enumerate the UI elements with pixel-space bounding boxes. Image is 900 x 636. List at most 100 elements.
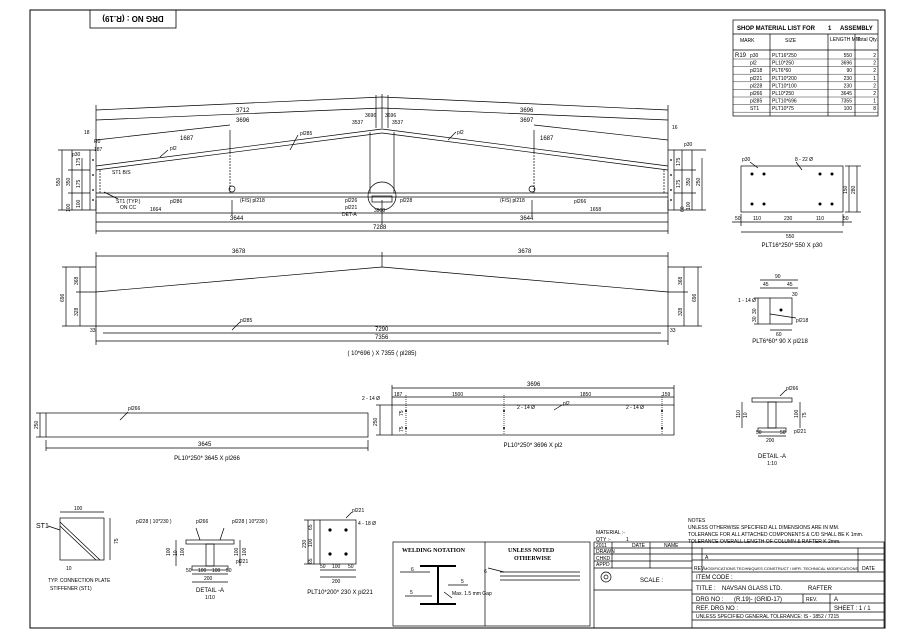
svg-text:187: 187 (94, 147, 103, 153)
sheet-border (29, 9, 886, 629)
svg-text:175: 175 (76, 157, 82, 166)
svg-text:MARK: MARK (740, 38, 755, 44)
svg-text:45: 45 (763, 282, 769, 288)
svg-text:3678: 3678 (232, 249, 246, 255)
flange-pl266: pl266 250 3645 PL10*250* 3645 X pl266 (34, 406, 369, 462)
svg-text:PLT6*60* 90 X pl218: PLT6*60* 90 X pl218 (752, 339, 808, 345)
svg-text:QTY :-: QTY :- (596, 537, 611, 543)
detail-a-right: pl266 110 10 100 75 50 50 200 pl221 DETA… (736, 386, 808, 467)
stiffener-pl218: 90 45 45 30 1 - 14 Ø 30 30 60 pl218 PLT6… (738, 274, 808, 345)
material-cell: PLT10*696 (772, 99, 797, 105)
svg-text:ON CC: ON CC (120, 205, 137, 211)
material-cell: 2 (873, 83, 876, 89)
material-cell: 7355 (841, 99, 852, 105)
svg-text:50: 50 (780, 430, 786, 436)
web-plate-pl285: 3678 3678 696 368 328 368 696 328 33 33 … (60, 249, 702, 357)
svg-text:7356: 7356 (375, 335, 389, 341)
svg-text:33: 33 (670, 328, 676, 334)
svg-text:6: 6 (411, 567, 414, 573)
svg-text:110: 110 (753, 216, 761, 222)
svg-text:1/10: 1/10 (205, 595, 215, 601)
svg-text:100: 100 (234, 547, 240, 556)
svg-text:2011: 2011 (596, 543, 607, 549)
svg-text:pl221: pl221 (345, 205, 357, 211)
svg-text:pl221: pl221 (236, 559, 248, 565)
svg-text:30: 30 (752, 308, 758, 314)
svg-text:50: 50 (320, 564, 326, 570)
material-cell: 2 (873, 91, 876, 97)
svg-text:REF. DRG NO :: REF. DRG NO : (696, 606, 738, 612)
material-cell: 230 (844, 83, 853, 89)
svg-text:10: 10 (66, 566, 72, 572)
material-cell: 90 (846, 68, 852, 74)
svg-text:1: 1 (626, 537, 629, 543)
svg-text:250: 250 (696, 177, 702, 186)
material-cell: PLT10*75 (772, 106, 794, 112)
svg-text:100: 100 (66, 203, 72, 212)
svg-text:PLT10*200* 230 X pl221: PLT10*200* 230 X pl221 (307, 590, 373, 596)
svg-text:250: 250 (34, 420, 40, 429)
svg-text:100: 100 (198, 568, 207, 574)
svg-text:100: 100 (242, 547, 248, 556)
svg-text:3696: 3696 (365, 113, 376, 119)
material-cell: pl218 (750, 68, 762, 74)
svg-text:pl2: pl2 (457, 130, 464, 136)
svg-text:NAME: NAME (664, 543, 679, 549)
svg-text:R0: R0 (94, 139, 101, 145)
svg-text:DATE: DATE (862, 566, 876, 572)
svg-text:ITEM CODE :: ITEM CODE : (696, 575, 733, 581)
svg-text:328: 328 (74, 307, 80, 316)
material-cell: 100 (844, 106, 853, 112)
svg-text:65: 65 (308, 524, 314, 530)
material-cell: 2 (873, 68, 876, 74)
svg-text:100: 100 (332, 564, 341, 570)
svg-text:DATE: DATE (632, 543, 646, 549)
svg-text:STIFFENER (ST1): STIFFENER (ST1) (50, 586, 92, 592)
svg-text:30: 30 (752, 316, 758, 322)
svg-text:TYP. CONNECTION PLATE: TYP. CONNECTION PLATE (48, 578, 111, 584)
svg-text:TOLERANCE FOR ALL ATTACHED COM: TOLERANCE FOR ALL ATTACHED COMPONENTS & … (688, 532, 863, 538)
svg-text:R19: R19 (735, 53, 747, 59)
svg-text:( 10*696 ) X 7355 ( pl285): ( 10*696 ) X 7355 ( pl285) (347, 351, 416, 357)
svg-text:175: 175 (76, 179, 82, 188)
material-cell: 1 (873, 76, 876, 82)
svg-text:100: 100 (308, 538, 314, 547)
svg-text:50: 50 (756, 430, 762, 436)
svg-text:350: 350 (66, 177, 72, 186)
svg-text:60: 60 (776, 332, 782, 338)
svg-text:pl2: pl2 (170, 146, 177, 152)
svg-text:10: 10 (173, 550, 179, 556)
svg-text:3645: 3645 (198, 442, 212, 448)
svg-text:90: 90 (775, 274, 781, 280)
svg-text:280: 280 (851, 185, 857, 194)
svg-text:pl285: pl285 (240, 318, 252, 324)
svg-text:CHKD: CHKD (596, 556, 611, 562)
svg-text:368: 368 (678, 276, 684, 285)
svg-text:175: 175 (676, 157, 682, 166)
material-cell: PLT6*60 (772, 68, 791, 74)
svg-text:ST1 (TYP.): ST1 (TYP.) (116, 199, 141, 205)
svg-text:pl286: pl286 (170, 199, 182, 205)
svg-text:(R.19)- (GRID-17): (R.19)- (GRID-17) (734, 597, 782, 603)
svg-text:pl266: pl266 (574, 199, 586, 205)
svg-text:ST1: ST1 (36, 523, 49, 530)
svg-text:p30: p30 (742, 157, 751, 163)
svg-text:100: 100 (74, 506, 83, 512)
svg-text:MODIFICATIONS TECHNIQUES CONST: MODIFICATIONS TECHNIQUES CONSTRUCT / MFR… (704, 566, 858, 571)
material-cell: PLT10*200 (772, 76, 797, 82)
svg-text:50: 50 (348, 564, 354, 570)
svg-text:3537: 3537 (392, 120, 403, 126)
svg-text:7290: 7290 (375, 327, 389, 333)
svg-text:pl228: pl228 (400, 198, 412, 204)
material-cell: p30 (750, 53, 759, 59)
svg-text:3644: 3644 (520, 216, 534, 222)
svg-text:5: 5 (410, 590, 413, 596)
svg-text:pl221: pl221 (794, 429, 806, 435)
svg-text:328: 328 (678, 307, 684, 316)
svg-text:UNLESS OTHERWISE SPECIFIED AL: UNLESS OTHERWISE SPECIFIED ALL DIMENSION… (688, 525, 839, 531)
svg-text:368: 368 (74, 276, 80, 285)
svg-text:pl2: pl2 (563, 401, 570, 407)
svg-text:1: 1 (828, 26, 832, 32)
svg-text:DRAWN: DRAWN (596, 549, 615, 555)
svg-text:WELDING NOTATION: WELDING NOTATION (402, 548, 466, 554)
